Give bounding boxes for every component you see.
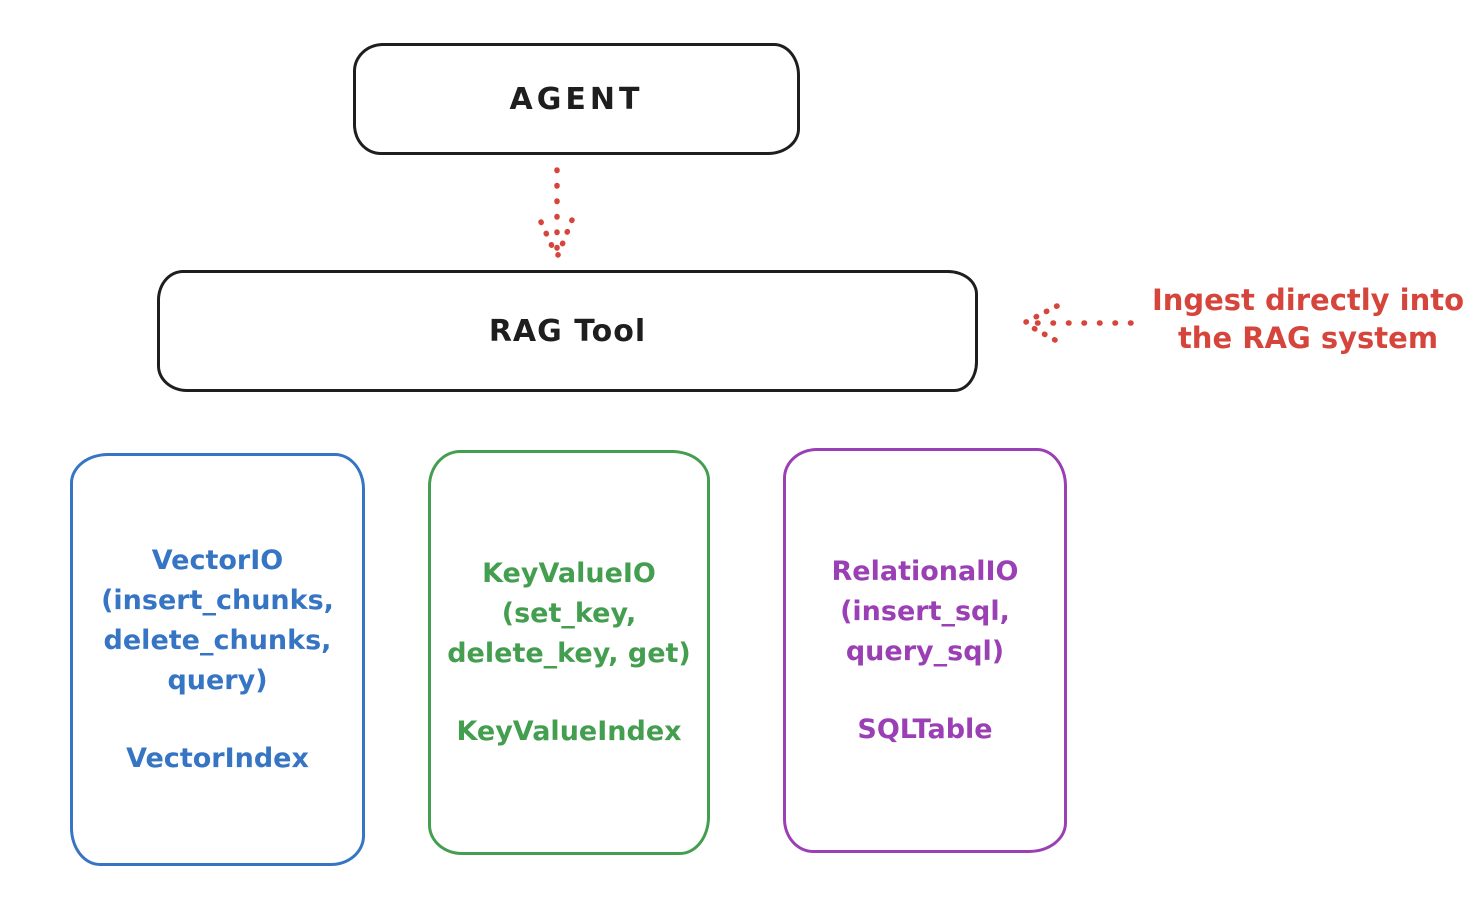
ingest-annotation: Ingest directly into the RAG system (1138, 281, 1478, 357)
vector-io-signature: VectorIO (insert_chunks, delete_chunks, … (101, 541, 334, 701)
ingest-annotation-line2: the RAG system (1177, 321, 1439, 355)
agent-label: AGENT (509, 81, 644, 117)
arrow-agent-to-rag-tool-icon (538, 167, 575, 258)
relational-io-signature: RelationalIO (insert_sql, query_sql) (832, 552, 1019, 672)
vector-io-line: delete_chunks, (103, 624, 332, 656)
sql-table-label: SQLTable (857, 713, 993, 745)
key-value-io-line: (set_key, (501, 597, 637, 629)
vector-index-label: VectorIndex (126, 742, 309, 774)
rag-tool-box: RAG Tool (157, 270, 978, 392)
key-value-io-box: KeyValueIO (set_key, delete_key, get) Ke… (428, 450, 710, 855)
vector-io-title: VectorIO (151, 544, 284, 576)
key-value-io-line: delete_key, get) (447, 637, 691, 669)
agent-box: AGENT (353, 43, 800, 155)
vector-io-box: VectorIO (insert_chunks, delete_chunks, … (70, 453, 365, 866)
relational-io-line: (insert_sql, (840, 595, 1010, 627)
vector-io-line: query) (167, 664, 268, 696)
key-value-io-signature: KeyValueIO (set_key, delete_key, get) (447, 554, 691, 674)
vector-io-line: (insert_chunks, (101, 584, 334, 616)
relational-io-line: query_sql) (845, 635, 1005, 667)
key-value-index-label: KeyValueIndex (456, 715, 682, 747)
ingest-annotation-line1: Ingest directly into (1151, 283, 1465, 317)
relational-io-box: RelationalIO (insert_sql, query_sql) SQL… (783, 448, 1067, 853)
key-value-io-title: KeyValueIO (482, 557, 656, 589)
rag-tool-label: RAG Tool (488, 313, 647, 349)
arrow-ingest-to-rag-tool-icon (1023, 303, 1134, 343)
relational-io-title: RelationalIO (831, 555, 1019, 587)
